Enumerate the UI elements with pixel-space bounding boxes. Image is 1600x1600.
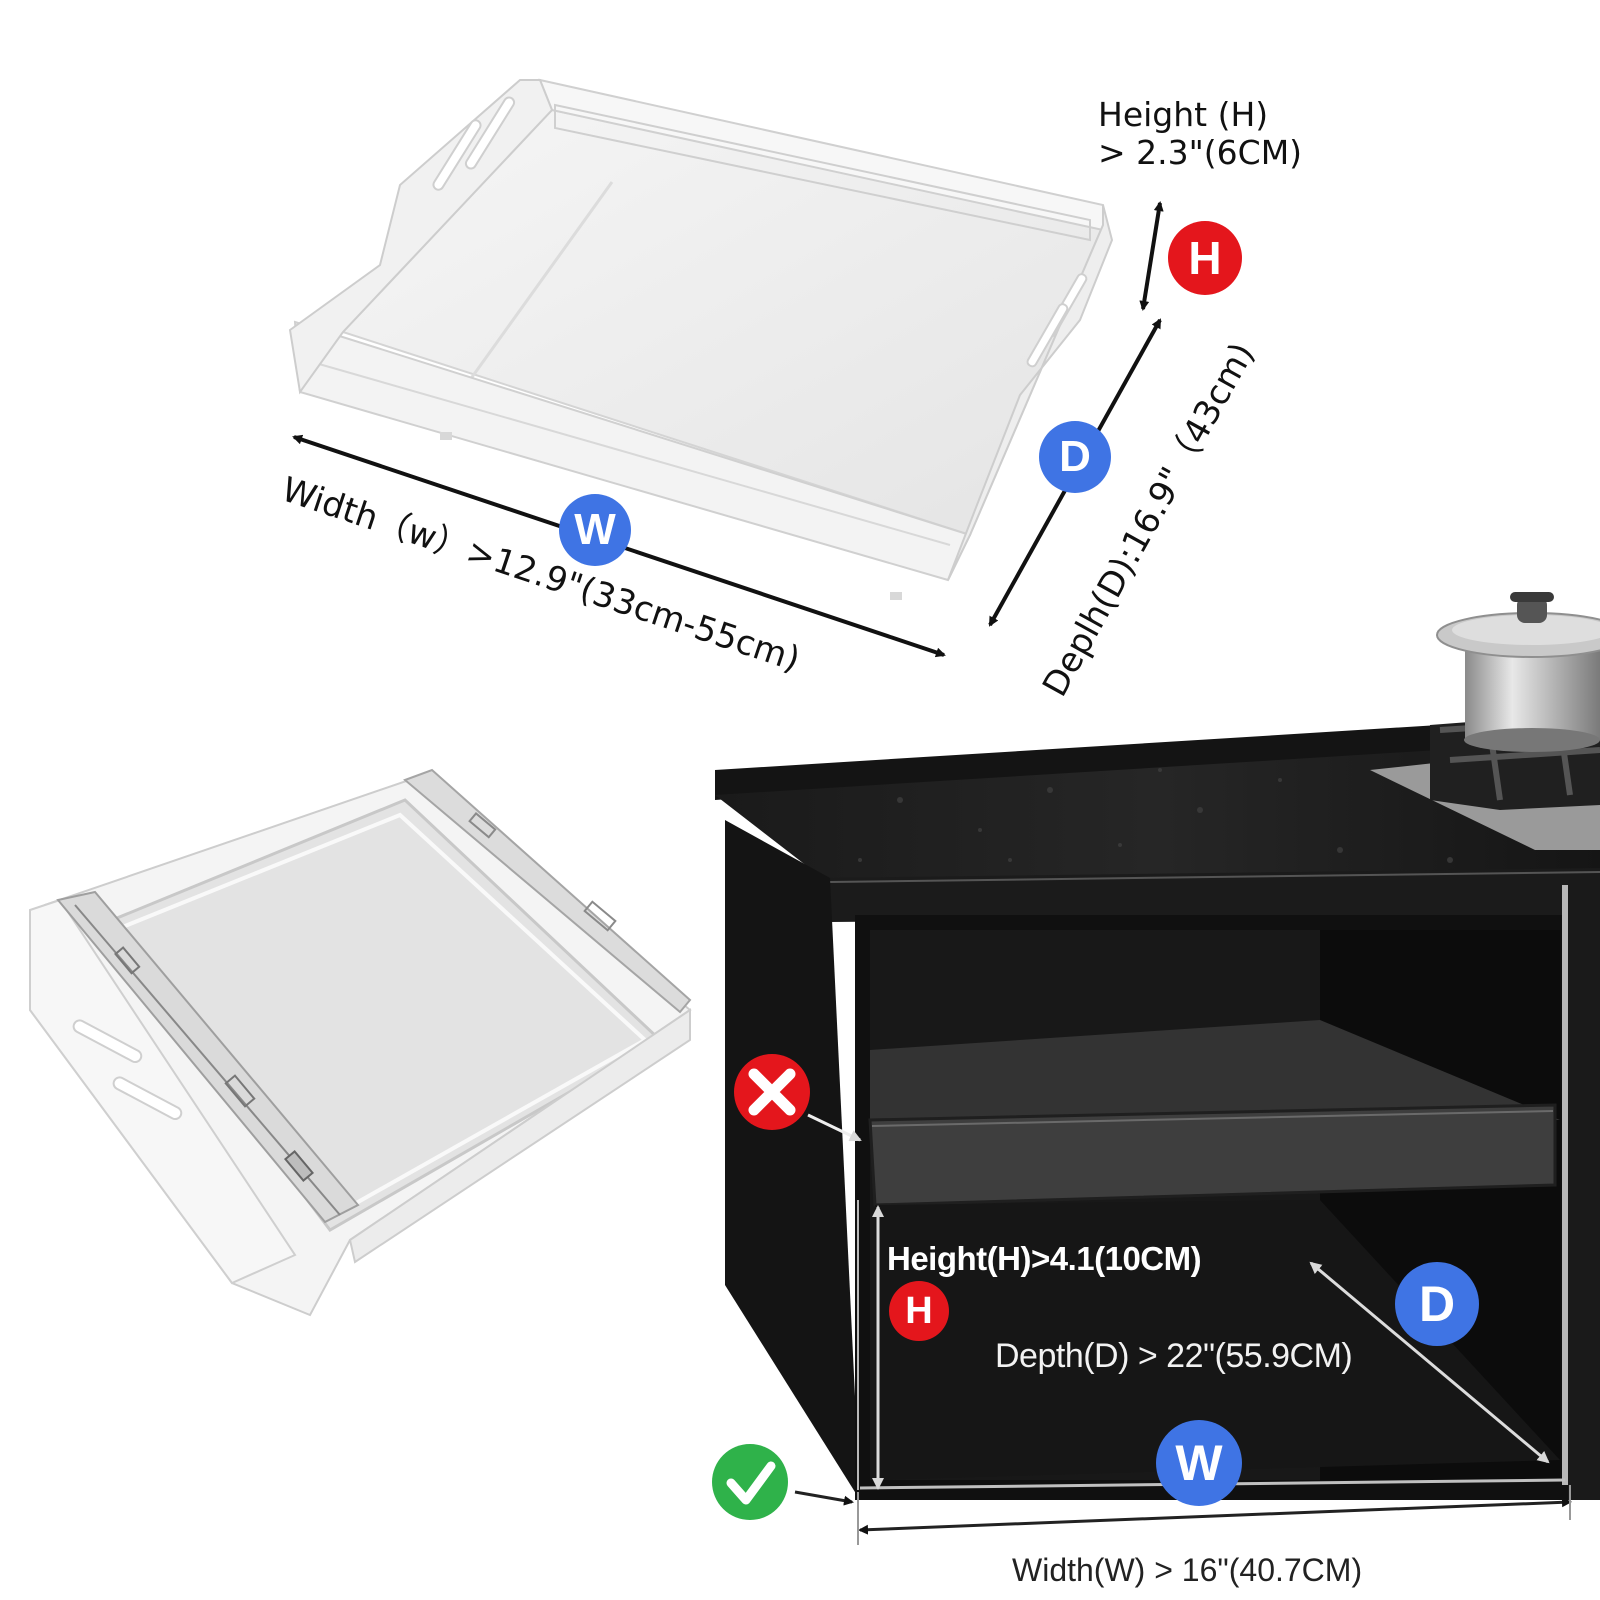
tray-angled-image — [28, 768, 692, 1317]
cabinet-width-arrow — [858, 1497, 1572, 1535]
incorrect-pointer — [807, 1113, 862, 1142]
height-arrow — [1139, 201, 1164, 311]
cabinet-dimension-arrows — [857, 1205, 1572, 1545]
stove-and-pot — [1370, 592, 1600, 850]
cabinet-width-badge: W — [1156, 1420, 1242, 1506]
cabinet-scene — [715, 715, 1600, 1500]
cross-icon — [734, 1054, 810, 1130]
correct-pointer — [794, 1490, 854, 1506]
width-badge: W — [559, 494, 631, 566]
cabinet-depth-arrow — [1309, 1261, 1550, 1464]
height-badge: H — [1168, 221, 1242, 295]
cabinet-depth-label: Depth(D) > 22"(55.9CM) — [995, 1337, 1353, 1375]
cabinet-width-label: Width(W) > 16"(40.7CM) — [1012, 1552, 1363, 1588]
check-icon — [712, 1444, 788, 1520]
shelf-height-value: > 2.3"(6CM) — [1098, 133, 1303, 172]
depth-badge: D — [1039, 421, 1111, 493]
cabinet-height-label: Height(H)>4.1(10CM) — [887, 1240, 1202, 1277]
shelf-height-title: Height (H) — [1098, 95, 1269, 134]
cabinet-depth-badge: D — [1395, 1262, 1479, 1346]
cabinet-height-badge: H — [889, 1281, 949, 1341]
